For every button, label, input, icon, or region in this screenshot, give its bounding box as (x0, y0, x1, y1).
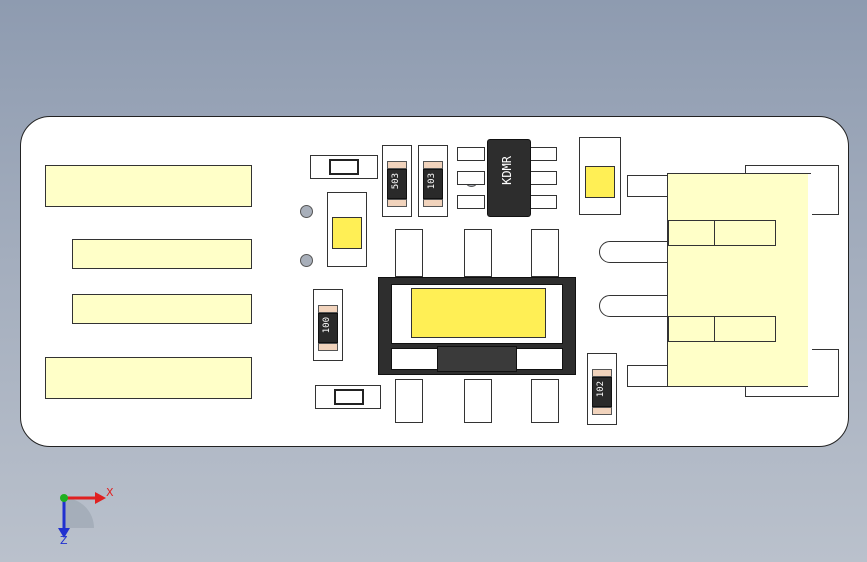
connector-tab-top (627, 175, 672, 197)
switch-pin-top-1 (395, 229, 423, 277)
switch-pin-bottom-3 (531, 379, 559, 423)
mount-hole-2 (300, 254, 313, 267)
mount-hole-1 (300, 205, 313, 218)
usb-connector (667, 173, 812, 388)
edge-pad-4 (45, 357, 252, 399)
resistor-503-label: 503 (391, 173, 401, 190)
axis-z-label: Z (60, 534, 68, 547)
edge-pad-1 (45, 165, 252, 207)
resistor-103: 103 (418, 145, 448, 217)
edge-pad-3 (72, 294, 252, 324)
capacitor-bottom-left (315, 385, 381, 409)
pcb-board: 503 103 KDMR (20, 116, 849, 447)
transistor-label: KDMR (500, 156, 514, 185)
resistor-100: 100 (313, 289, 343, 361)
resistor-103-label: 103 (427, 173, 437, 190)
resistor-100-label: 100 (322, 317, 332, 334)
axis-x-label: X (106, 486, 114, 499)
resistor-503: 503 (382, 145, 412, 217)
axis-triad-graphic (58, 492, 106, 538)
switch-actuator (411, 288, 546, 338)
connector-tab-bottom (627, 365, 672, 387)
capacitor-yellow-right (579, 137, 621, 215)
switch-pin-bottom-2 (464, 379, 492, 423)
switch-pin-bottom-1 (395, 379, 423, 423)
slide-switch (378, 277, 576, 375)
transistor-kdmr: KDMR (457, 139, 577, 217)
resistor-102: 102 (587, 353, 617, 425)
switch-pin-top-3 (531, 229, 559, 277)
edge-pad-2 (72, 239, 252, 269)
capacitor-yellow-left (327, 192, 367, 267)
resistor-102-label: 102 (596, 381, 606, 398)
axis-triad: X Z (40, 480, 120, 550)
switch-pin-top-2 (464, 229, 492, 277)
capacitor-top-left (310, 155, 378, 179)
